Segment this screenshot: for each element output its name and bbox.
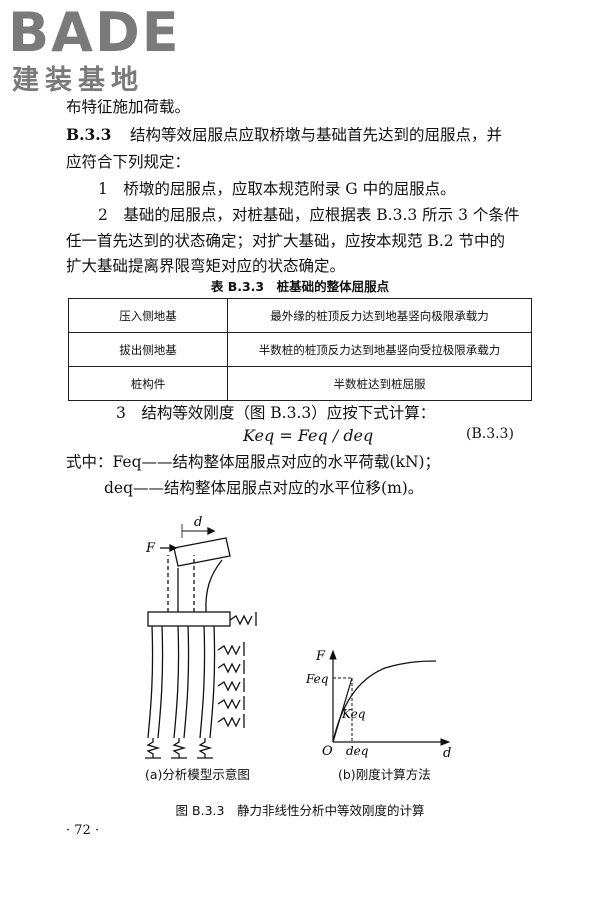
figure-caption: 图 B.3.3 静力非线性分析中等效刚度的计算 — [175, 803, 425, 818]
page-number: · 72 · — [66, 823, 100, 838]
deq-label: deq — [346, 744, 369, 758]
table-row: 桩构件 半数桩达到桩屈服 — [68, 366, 532, 401]
figure-label-b: (b)刚度计算方法 — [338, 767, 431, 782]
x-axis-label: d — [443, 746, 451, 761]
yield-table: 压入侧地基 最外缘的桩顶反力达到地基竖向极限承载力 拔出侧地基 半数桩的桩顶反力… — [68, 298, 532, 401]
paragraph-item-2b: 任一首先达到的状态确定；对扩大基础，应按本规范 B.2 节中的 — [66, 232, 506, 250]
origin-label: O — [322, 744, 333, 759]
force-symbol: F — [145, 541, 156, 556]
table-cell: 半数桩达到桩屈服 — [227, 366, 532, 401]
paragraph-item-2c: 扩大基础提离界限弯矩对应的状态确定。 — [66, 257, 346, 275]
paragraph-item-3: 3 结构等效刚度（图 B.3.3）应按下式计算： — [116, 404, 436, 422]
paragraph-1: 布特征施加荷载。 — [66, 98, 191, 116]
definition-feq: 式中：Feq——结构整体屈服点对应的水平荷载(kN)； — [66, 453, 441, 471]
table-row: 拔出侧地基 半数桩的桩顶反力达到地基竖向受拉极限承载力 — [68, 332, 532, 367]
table-cell: 半数桩的桩顶反力达到地基竖向受拉极限承载力 — [227, 332, 532, 367]
paragraph-item-1: 1 桥墩的屈服点，应取本规范附录 G 中的屈服点。 — [98, 180, 456, 198]
paragraph-item-2a: 2 基础的屈服点，对桩基础，应根据表 B.3.3 所示 3 个条件 — [98, 206, 520, 224]
paragraph-2a: 结构等效屈服点应取桥墩与基础首先达到的屈服点，并 — [130, 126, 503, 144]
keq-label: Keq — [341, 707, 366, 721]
logo-text: BADE — [8, 1, 181, 64]
logo-subtitle: 建装基地 — [12, 65, 144, 96]
formula: Keq = Feq / deq — [243, 426, 374, 445]
table-caption: 表 B.3.3 桩基础的整体屈服点 — [210, 279, 390, 294]
displacement-symbol: d — [194, 515, 202, 530]
section-number: B.3.3 — [66, 125, 112, 144]
figure-label-a: (a)分析模型示意图 — [145, 767, 250, 782]
table-cell: 桩构件 — [68, 366, 228, 401]
stiffness-diagram — [329, 649, 451, 746]
y-axis-label: F — [315, 649, 326, 664]
table-cell: 拔出侧地基 — [68, 332, 228, 367]
table-cell: 最外缘的桩顶反力达到地基竖向极限承载力 — [227, 298, 532, 333]
feq-label: Feq — [305, 672, 329, 686]
analysis-model-diagram — [145, 524, 257, 759]
definition-deq: deq——结构整体屈服点对应的水平位移(m)。 — [104, 479, 424, 497]
equation-number: (B.3.3) — [466, 426, 514, 442]
paragraph-2b: 应符合下列规定： — [66, 153, 191, 171]
